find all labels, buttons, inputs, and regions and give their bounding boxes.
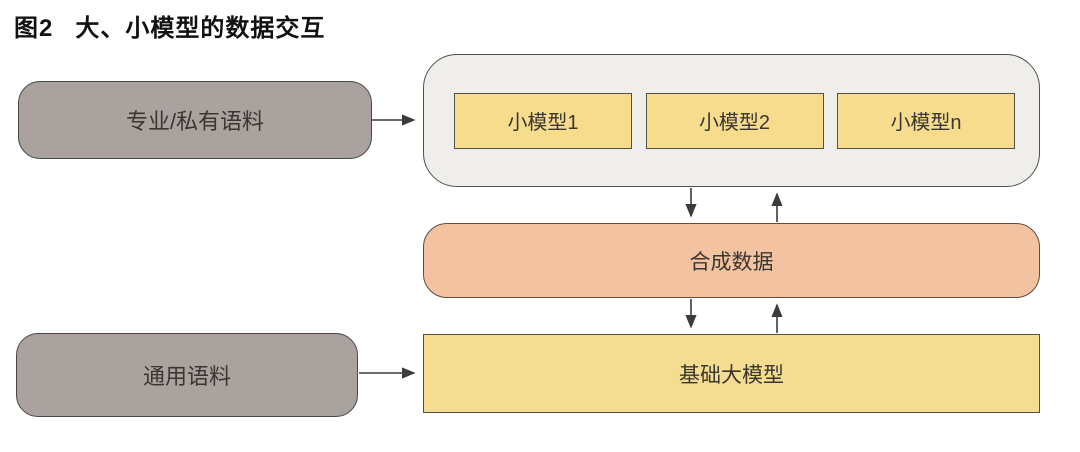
node-small-model-1: 小模型1 [454,92,632,149]
figure-title: 图2 大、小模型的数据交互 [14,8,325,43]
node-professional-corpus-label: 专业/私有语料 [125,109,265,134]
node-foundation-model: 基础大模型 [423,334,1040,413]
node-synthetic-data: 合成数据 [423,223,1040,298]
node-small-model-2-label: 小模型2 [698,112,771,134]
node-synthetic-data-label: 合成数据 [689,250,774,274]
node-small-model-2: 小模型2 [645,92,824,149]
node-small-model-1-label: 小模型1 [507,112,579,134]
node-professional-corpus: 专业/私有语料 [18,81,372,159]
node-general-corpus: 通用语料 [16,333,358,417]
node-small-model-n-label: 小模型n [890,112,962,134]
node-foundation-model-label: 基础大模型 [679,363,784,387]
figure-number-label: 图2 [14,15,54,42]
node-general-corpus-label: 通用语料 [142,364,231,389]
node-small-model-n: 小模型n [837,92,1015,149]
figure-title-text: 大、小模型的数据交互 [75,15,326,42]
small-models-group: 小模型1 小模型2 小模型n [423,54,1040,187]
